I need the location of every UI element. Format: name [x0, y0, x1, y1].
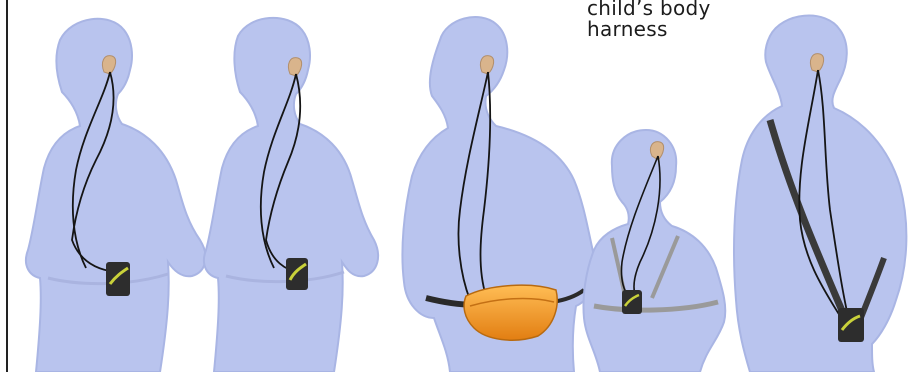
- silhouette-1: [26, 19, 206, 372]
- waist-pouch-3: [464, 285, 557, 340]
- figure-adult-5: [734, 16, 906, 372]
- frame-left-border: [6, 0, 8, 372]
- belt-device-1: [106, 262, 130, 296]
- figure-adult-2: [204, 18, 378, 372]
- harness-device-4: [622, 290, 642, 314]
- belt-device-2: [286, 258, 308, 290]
- child-harness-label: child’s body harness: [587, 0, 711, 40]
- figure-child: [583, 130, 725, 372]
- figure-adult-1: [26, 19, 206, 372]
- figure-adult-3: [402, 17, 595, 372]
- strap-device-5: [838, 308, 864, 342]
